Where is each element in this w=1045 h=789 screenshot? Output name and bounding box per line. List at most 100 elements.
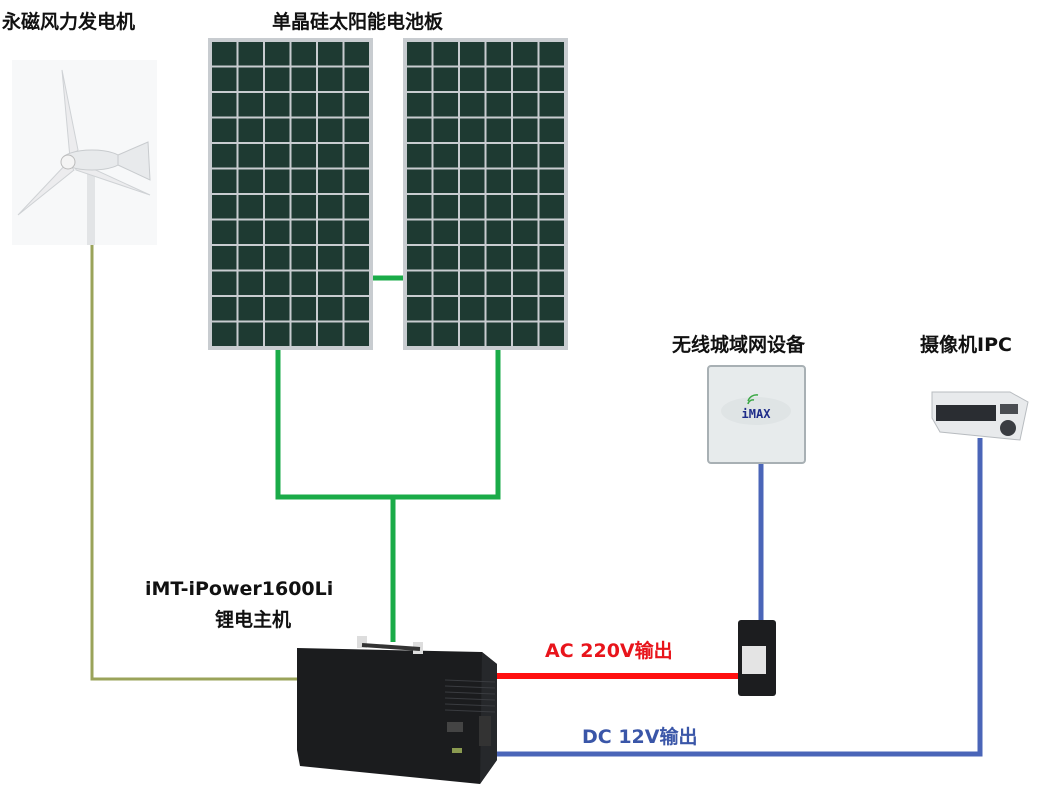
solar-cell — [460, 118, 485, 142]
solar-cell — [238, 220, 263, 244]
poe-adapter-image — [738, 620, 776, 696]
solar-cell — [486, 271, 511, 295]
solar-cell — [291, 246, 316, 270]
solar-cell — [344, 220, 369, 244]
solar-cell — [291, 93, 316, 117]
solar-cell — [265, 271, 290, 295]
solar-cell — [486, 144, 511, 168]
solar-cell — [344, 246, 369, 270]
solar-cell — [265, 246, 290, 270]
solar-cell — [539, 246, 564, 270]
solar-cell — [407, 271, 432, 295]
solar-cell — [318, 93, 343, 117]
dc-output-label: DC 12V输出 — [582, 726, 698, 748]
solar-cell — [460, 67, 485, 91]
solar-cell — [212, 297, 237, 321]
solar-cell — [433, 118, 458, 142]
solar-cell — [318, 42, 343, 66]
solar-cell — [486, 322, 511, 346]
solar-cell — [486, 169, 511, 193]
solar-cell — [265, 297, 290, 321]
solar-cell — [238, 144, 263, 168]
solar-cell — [265, 118, 290, 142]
lithium-power-host-image — [297, 636, 497, 784]
solar-cell — [291, 42, 316, 66]
solar-cell — [318, 220, 343, 244]
solar-cell — [433, 67, 458, 91]
solar-cell — [344, 169, 369, 193]
solar-cell — [486, 118, 511, 142]
solar-cell — [486, 42, 511, 66]
solar-cell — [513, 144, 538, 168]
solar-cell — [344, 42, 369, 66]
host-name-label: 锂电主机 — [215, 609, 292, 631]
solar-cell — [238, 246, 263, 270]
solar-cell — [433, 297, 458, 321]
wind-wire — [90, 245, 300, 681]
solar-cell — [238, 169, 263, 193]
solar-cell — [265, 322, 290, 346]
solar-cell — [460, 169, 485, 193]
solar-cell — [460, 246, 485, 270]
solar-cell — [486, 195, 511, 219]
solar-cell — [318, 67, 343, 91]
solar-cell — [238, 118, 263, 142]
solar-cell — [291, 169, 316, 193]
solar-cell — [291, 118, 316, 142]
solar-cell — [344, 67, 369, 91]
solar-cell — [238, 42, 263, 66]
solar-cell — [539, 118, 564, 142]
solar-cell — [407, 169, 432, 193]
solar-cell — [212, 118, 237, 142]
solar-cell — [265, 42, 290, 66]
solar-cell — [513, 322, 538, 346]
solar-cell — [513, 220, 538, 244]
solar-cell — [212, 67, 237, 91]
solar-cell — [513, 297, 538, 321]
solar-cell — [407, 322, 432, 346]
solar-cell — [433, 322, 458, 346]
solar-cell — [513, 67, 538, 91]
wind-turbine-label: 永磁风力发电机 — [2, 11, 136, 33]
solar-cell — [407, 93, 432, 117]
solar-cell — [265, 144, 290, 168]
solar-cell — [513, 42, 538, 66]
solar-cell — [344, 322, 369, 346]
solar-cell — [238, 297, 263, 321]
solar-cell — [486, 297, 511, 321]
solar-cell — [407, 144, 432, 168]
solar-cell — [407, 42, 432, 66]
solar-cell — [539, 144, 564, 168]
solar-cell — [291, 297, 316, 321]
solar-cell — [539, 271, 564, 295]
solar-cell — [265, 220, 290, 244]
solar-cell — [238, 195, 263, 219]
solar-cell — [460, 144, 485, 168]
solar-cell — [407, 246, 432, 270]
solar-cell — [460, 93, 485, 117]
solar-cell — [318, 271, 343, 295]
solar-cell — [539, 67, 564, 91]
solar-cell — [539, 42, 564, 66]
solar-cell — [344, 118, 369, 142]
solar-cell — [460, 195, 485, 219]
solar-cell — [433, 246, 458, 270]
solar-cell — [212, 93, 237, 117]
solar-cell — [212, 42, 237, 66]
solar-cell — [513, 118, 538, 142]
solar-cell — [513, 246, 538, 270]
solar-cell — [460, 271, 485, 295]
solar-cell — [318, 118, 343, 142]
solar-cell — [539, 93, 564, 117]
solar-cell — [433, 144, 458, 168]
solar-cell — [407, 195, 432, 219]
solar-cell — [344, 271, 369, 295]
host-model-label: iMT-iPower1600Li — [145, 578, 334, 600]
wireless-device-label: 无线城域网设备 — [672, 334, 806, 356]
device-logo-text: iMAX — [742, 407, 772, 421]
ac-output-label: AC 220V输出 — [545, 640, 673, 662]
solar-cell — [486, 93, 511, 117]
solar-cell — [513, 271, 538, 295]
solar-cell — [291, 220, 316, 244]
